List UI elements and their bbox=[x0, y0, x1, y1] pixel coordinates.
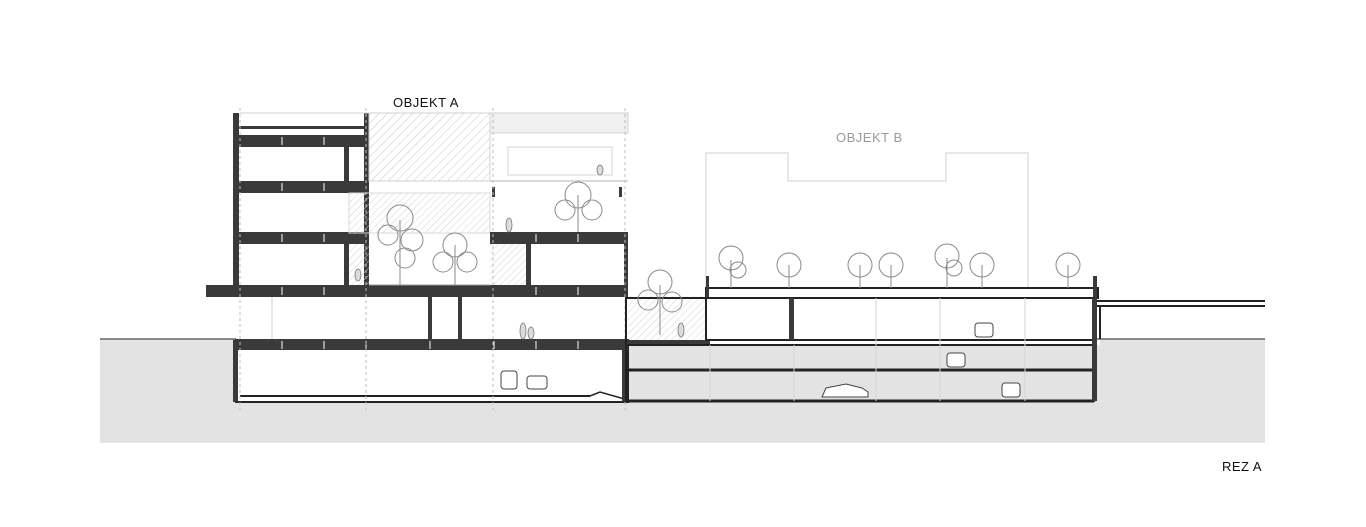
person-figure bbox=[596, 164, 604, 176]
objekt-b-building bbox=[625, 152, 1265, 403]
car bbox=[526, 375, 548, 390]
section-label: REZ A bbox=[1222, 459, 1263, 474]
objekt-b-label: OBJEKT B bbox=[836, 130, 903, 145]
connection-ramp bbox=[622, 296, 710, 402]
tree bbox=[718, 245, 747, 288]
car bbox=[974, 322, 994, 338]
tree bbox=[1055, 252, 1081, 288]
person-figure bbox=[677, 322, 685, 338]
tree bbox=[432, 232, 478, 285]
tree bbox=[969, 252, 995, 288]
car bbox=[946, 352, 966, 368]
trees bbox=[377, 181, 1081, 335]
tree bbox=[377, 204, 424, 285]
person-figure bbox=[527, 326, 535, 340]
ground bbox=[100, 338, 1265, 443]
person-figure bbox=[519, 322, 527, 340]
objekt-a-building bbox=[206, 108, 629, 410]
tree bbox=[776, 252, 802, 288]
people bbox=[354, 164, 685, 340]
cars bbox=[500, 322, 1021, 398]
tree bbox=[637, 269, 683, 335]
tree bbox=[878, 252, 904, 288]
person-figure bbox=[505, 217, 513, 233]
objekt-a-label: OBJEKT A bbox=[393, 95, 459, 110]
car bbox=[821, 383, 869, 398]
car bbox=[500, 370, 518, 390]
car bbox=[1001, 382, 1021, 398]
tree bbox=[554, 181, 603, 232]
person-figure bbox=[354, 268, 362, 282]
tree bbox=[934, 243, 963, 288]
tree bbox=[847, 252, 873, 288]
